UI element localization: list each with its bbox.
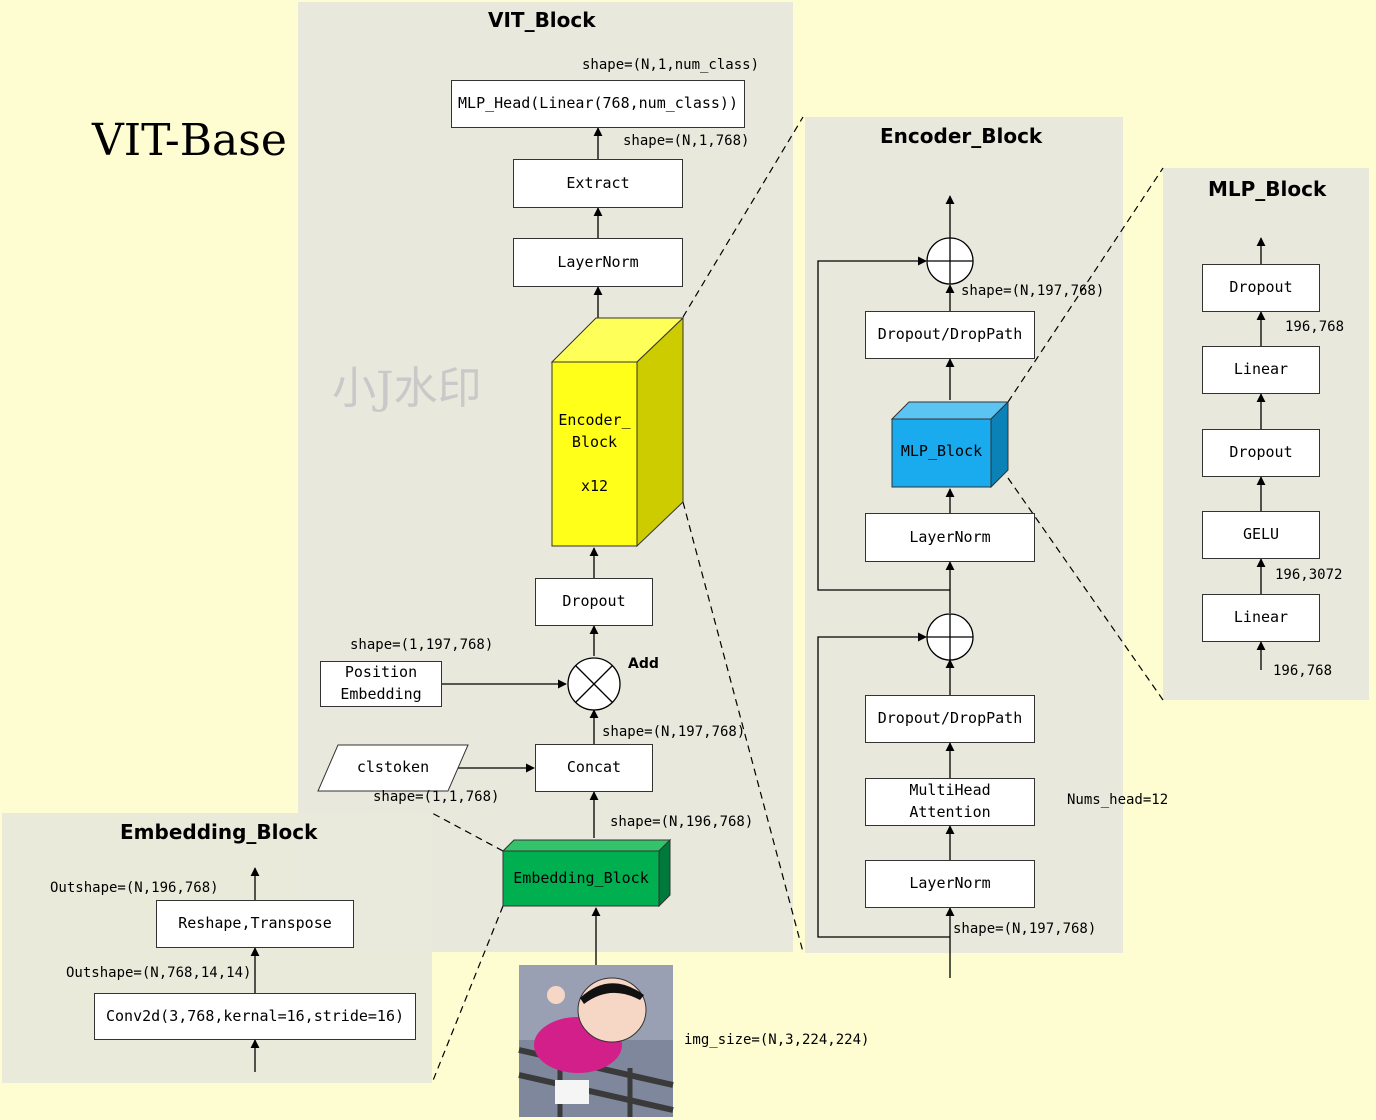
embedding-block-title: Embedding_Block [120, 820, 318, 844]
mlp-shape-3-label: 196,768 [1273, 663, 1333, 679]
shape-out-label: shape=(N,1,num_class) [582, 57, 760, 73]
shape-embed-label: shape=(N,196,768) [610, 814, 754, 830]
layernorm-top-box: LayerNorm [865, 513, 1035, 562]
nums-head-label: Nums_head=12 [1067, 792, 1169, 808]
mlp-block-title: MLP_Block [1208, 177, 1327, 201]
position-embedding-box: Position Embedding [320, 661, 442, 707]
outshape-mid-label: Outshape=(N,768,14,14) [66, 965, 252, 981]
layernorm-box: LayerNorm [513, 238, 683, 287]
mlp-linear-top-box: Linear [1202, 346, 1320, 394]
cls-token-label: clstoken [356, 758, 430, 776]
shape-cls-label: shape=(1,1,768) [373, 789, 500, 805]
dropout-droppath-top-box: Dropout/DropPath [865, 311, 1035, 359]
dropout-droppath-bottom-box: Dropout/DropPath [865, 695, 1035, 743]
concat-box: Concat [535, 744, 653, 792]
encoder-shape-top-label: shape=(N,197,768) [961, 283, 1105, 299]
extract-box: Extract [513, 159, 683, 208]
mlp-dropout-top-box: Dropout [1202, 264, 1320, 312]
mlp-linear-bottom-box: Linear [1202, 594, 1320, 642]
embedding-cube-label: Embedding_Block [513, 869, 649, 887]
mlp-cube-label: MLP_Block [900, 442, 983, 460]
encoder-repeat-label: x12 [580, 477, 609, 495]
encoder-cube-label: Encoder_ Block [558, 411, 631, 451]
outshape-top-label: Outshape=(N,196,768) [50, 880, 219, 896]
vit-block-title: VIT_Block [488, 8, 596, 32]
add-label: Add [628, 656, 659, 672]
shape-concat-label: shape=(N,197,768) [602, 724, 746, 740]
input-image [518, 965, 674, 1117]
add-node [567, 657, 621, 711]
page-title: VIT-Base [92, 115, 287, 166]
reshape-box: Reshape,Transpose [156, 900, 354, 948]
shape-pos-label: shape=(1,197,768) [350, 637, 494, 653]
conv-box: Conv2d(3,768,kernal=16,stride=16) [94, 993, 416, 1040]
layernorm-bottom-box: LayerNorm [865, 860, 1035, 908]
multihead-attention-box: MultiHead Attention [865, 778, 1035, 826]
mlp-shape-1-label: 196,768 [1285, 319, 1345, 335]
dropout-box: Dropout [535, 578, 653, 626]
mlp-head-box: MLP_Head(Linear(768,num_class)) [451, 80, 745, 128]
shape-extract-label: shape=(N,1,768) [623, 133, 750, 149]
mlp-shape-2-label: 196,3072 [1275, 567, 1343, 583]
mlp-dropout-mid-box: Dropout [1202, 429, 1320, 477]
encoder-shape-bottom-label: shape=(N,197,768) [953, 921, 1097, 937]
mlp-cube [890, 400, 1010, 489]
encoder-block-title: Encoder_Block [880, 124, 1043, 148]
encoder-cube [550, 316, 685, 548]
img-size-label: img_size=(N,3,224,224) [684, 1032, 870, 1048]
embedding-cube [501, 838, 672, 908]
watermark: 小J水印 [332, 363, 482, 414]
mlp-gelu-box: GELU [1202, 511, 1320, 559]
